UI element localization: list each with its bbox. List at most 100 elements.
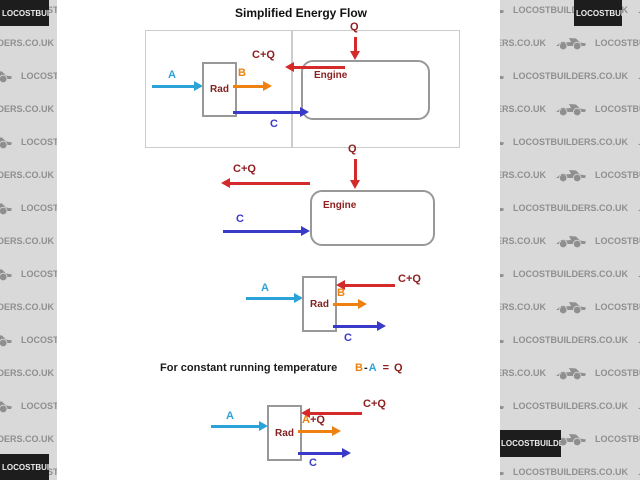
- locost-logo-tile: LOCOSTBUILDERS.CO.UK: [0, 454, 49, 480]
- label-a: A: [261, 282, 269, 294]
- rad-label: Rad: [210, 84, 229, 95]
- car-icon: [0, 335, 12, 347]
- watermark-text: LOCOSTBUILDERS.CO.UK: [595, 170, 640, 180]
- label-a-plus-q: A+Q: [302, 415, 325, 426]
- arrow-c-rad-to-engine: [233, 107, 309, 117]
- locost-logo-tile: LOCOSTBUILDERS.CO.UK: [574, 0, 622, 26]
- equation-statement: For constant running temperature: [160, 362, 338, 374]
- equation-minus: -: [363, 362, 368, 374]
- arrow-aq-out-of-rad: [298, 426, 341, 436]
- label-c: C: [236, 213, 244, 225]
- car-icon: [638, 11, 640, 13]
- car-icon: [638, 143, 640, 145]
- arrow-cq-into-rad: [301, 408, 362, 418]
- arrow-cq-out-of-engine: [221, 178, 310, 188]
- car-icon: [556, 434, 586, 446]
- watermark-unit: LOCOSTBUILDERS.CO.UK: [636, 266, 640, 282]
- watermark-unit: LOCOSTBUILDERS.CO.UK: [554, 233, 640, 249]
- watermark-text: LOCOSTBUILDERS.CO.UK: [513, 137, 629, 147]
- watermark-text: LOCOSTBUILDERS.CO.UK: [595, 434, 640, 444]
- watermark-unit: LOCOSTBUILDERS.CO.UK: [636, 332, 640, 348]
- locost-logo-tile: LOCOSTBUILDERS.CO.UK: [0, 0, 49, 26]
- watermark-unit: LOCOSTBUILDERS.CO.UK: [636, 68, 640, 84]
- car-icon: [556, 368, 586, 380]
- frame-rad-section: [145, 30, 292, 148]
- car-icon: [638, 473, 640, 475]
- watermark-unit: LOCOSTBUILDERS.CO.UK: [0, 299, 54, 315]
- label-a-plus-q-a: A: [302, 414, 310, 426]
- logo-text: LOCOSTBUILDERS.CO.UK: [2, 462, 49, 472]
- car-icon: [638, 209, 640, 211]
- watermark-text: LOCOSTBUILDERS.CO.UK: [595, 368, 640, 378]
- engine-label: Engine: [323, 200, 357, 211]
- watermark-text: LOCOSTBUILDERS.CO.UK: [595, 302, 640, 312]
- rad-label: Rad: [275, 427, 294, 439]
- label-c-plus-q: C+Q: [363, 398, 386, 410]
- watermark-text: LOCOSTBUILDERS.CO.UK: [513, 401, 629, 411]
- label-c: C: [344, 332, 352, 344]
- watermark-unit: LOCOSTBUILDERS.CO.UK: [554, 167, 640, 183]
- label-a: A: [168, 69, 176, 81]
- rad-box: Rad: [302, 276, 337, 332]
- car-icon: [0, 137, 12, 149]
- watermark-unit: LOCOSTBUILDERS.CO.UK: [636, 200, 640, 216]
- equation-term-a: A: [368, 362, 377, 374]
- arrow-a-into-rad: [152, 81, 203, 91]
- rad-box: Rad: [202, 62, 237, 117]
- watermark-text: LOCOSTBUILDERS.CO.UK: [0, 104, 55, 114]
- equation: B-A=Q: [355, 363, 404, 374]
- watermark-unit: LOCOSTBUILDERS.CO.UK: [636, 134, 640, 150]
- watermark-unit: LOCOSTBUILDERS.CO.UK: [0, 35, 54, 51]
- diagram-panel: Simplified Energy Flow Q Engine C+Q A Ra…: [57, 0, 500, 480]
- equation-term-b: B: [355, 362, 363, 374]
- watermark-text: LOCOSTBUILDERS.CO.UK: [595, 236, 640, 246]
- watermark-unit: LOCOSTBUILDERS.CO.UK: [554, 299, 640, 315]
- locost-logo-tile: LOCOSTBUILDERS.CO.UK: [499, 430, 561, 457]
- watermark-text: LOCOSTBUILDERS.CO.UK: [595, 104, 640, 114]
- car-icon: [0, 203, 12, 215]
- car-icon: [0, 401, 12, 413]
- arrow-cq-into-rad: [336, 280, 395, 290]
- engine-label: Engine: [314, 70, 348, 81]
- arrow-b-out-of-rad: [233, 81, 272, 91]
- watermark-unit: LOCOSTBUILDERS.CO.UK: [554, 35, 640, 51]
- watermark-text: LOCOSTBUILDERS.CO.UK: [513, 71, 629, 81]
- watermark-unit: LOCOSTBUILDERS.CO.UK: [554, 431, 640, 447]
- arrow-q-into-engine: [350, 159, 360, 189]
- watermark-text: LOCOSTBUILDERS.CO.UK: [513, 203, 629, 213]
- car-icon: [638, 275, 640, 277]
- label-q: Q: [348, 143, 357, 155]
- arrow-q-into-engine: [350, 37, 360, 60]
- watermark-unit: LOCOSTBUILDERS.CO.UK: [0, 365, 54, 381]
- arrow-cq-engine-to-rad: [285, 62, 345, 72]
- watermark-text: LOCOSTBUILDERS.CO.UK: [0, 368, 55, 378]
- car-icon: [556, 104, 586, 116]
- watermark-unit: LOCOSTBUILDERS.CO.UK: [636, 398, 640, 414]
- equation-term-q: Q: [394, 362, 403, 374]
- watermark-text: LOCOSTBUILDERS.CO.UK: [0, 38, 55, 48]
- car-icon: [0, 71, 12, 83]
- label-b: B: [238, 67, 246, 79]
- watermark-text: LOCOSTBUILDERS.CO.UK: [513, 335, 629, 345]
- watermark-unit: LOCOSTBUILDERS.CO.UK: [0, 233, 54, 249]
- car-icon: [638, 341, 640, 343]
- label-a-plus-q-q: +Q: [309, 414, 325, 426]
- logo-text: LOCOSTBUILDERS.CO.UK: [576, 8, 622, 18]
- label-q: Q: [350, 21, 359, 33]
- logo-text: LOCOSTBUILDERS.CO.UK: [2, 8, 49, 18]
- label-c-plus-q: C+Q: [398, 273, 421, 285]
- arrow-c-into-engine: [223, 226, 310, 236]
- rad-label: Rad: [310, 298, 329, 310]
- car-icon: [556, 170, 586, 182]
- car-icon: [638, 407, 640, 409]
- watermark-text: LOCOSTBUILDERS.CO.UK: [0, 302, 55, 312]
- diagram-title: Simplified Energy Flow: [234, 6, 368, 20]
- watermark-unit: LOCOSTBUILDERS.CO.UK: [0, 101, 54, 117]
- arrow-b-out-of-rad: [333, 299, 367, 309]
- watermark-text: LOCOSTBUILDERS.CO.UK: [513, 269, 629, 279]
- frame-engine-section: [292, 30, 460, 148]
- watermark-text: LOCOSTBUILDERS.CO.UK: [0, 434, 55, 444]
- engine-box: Engine: [310, 190, 435, 246]
- label-c: C: [270, 118, 278, 130]
